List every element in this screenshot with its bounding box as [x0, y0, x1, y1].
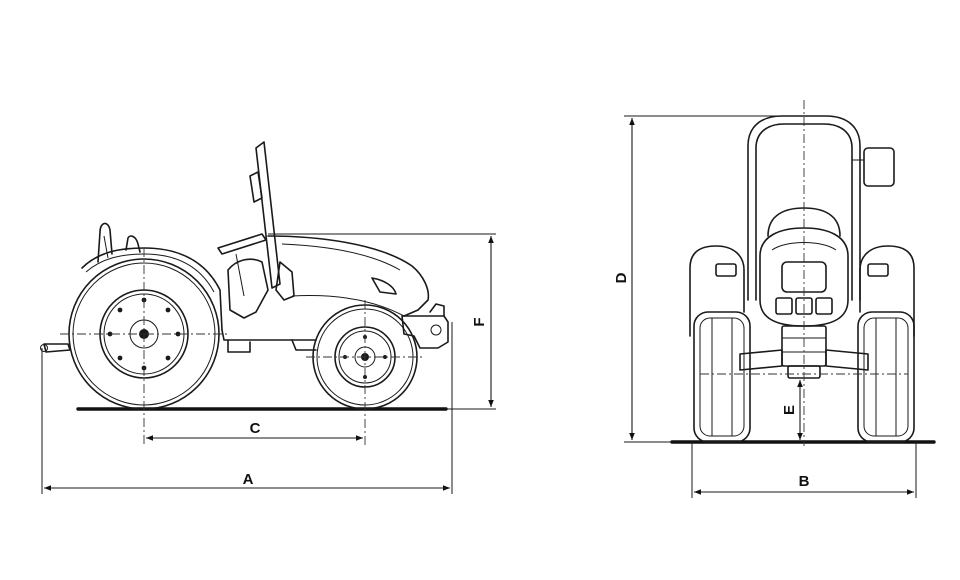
- front-weight: [401, 315, 449, 349]
- headlight: [371, 277, 397, 295]
- front-view: D E B: [613, 100, 936, 498]
- left-headlight: [775, 297, 793, 315]
- front-roll-bar: [747, 115, 861, 301]
- front-left-tire: [693, 311, 751, 443]
- side-view: C A F: [40, 141, 496, 494]
- dimension-label-d: D: [613, 272, 630, 283]
- left-fender: [689, 245, 745, 337]
- center-headlight: [795, 297, 813, 315]
- dimension-label-a: A: [243, 471, 254, 488]
- hood: [267, 235, 430, 317]
- hood-front: [759, 227, 849, 327]
- left-axle: [739, 349, 783, 371]
- mirror: [249, 171, 263, 203]
- dimension-label-e: E: [781, 405, 798, 415]
- dimension-label-f: F: [471, 317, 488, 326]
- left-side-light: [715, 263, 737, 277]
- right-side-light: [867, 263, 889, 277]
- roll-bar: [255, 141, 281, 289]
- right-headlight: [815, 297, 833, 315]
- steering-wheel: [217, 233, 267, 255]
- front-mirror: [863, 147, 895, 187]
- right-fender: [859, 245, 915, 337]
- dimension-label-c: C: [250, 420, 261, 437]
- right-axle: [825, 349, 869, 371]
- seat: [97, 222, 113, 263]
- dimension-label-b: B: [799, 473, 810, 490]
- front-right-tire: [857, 311, 915, 443]
- rear-hitch: [43, 343, 71, 353]
